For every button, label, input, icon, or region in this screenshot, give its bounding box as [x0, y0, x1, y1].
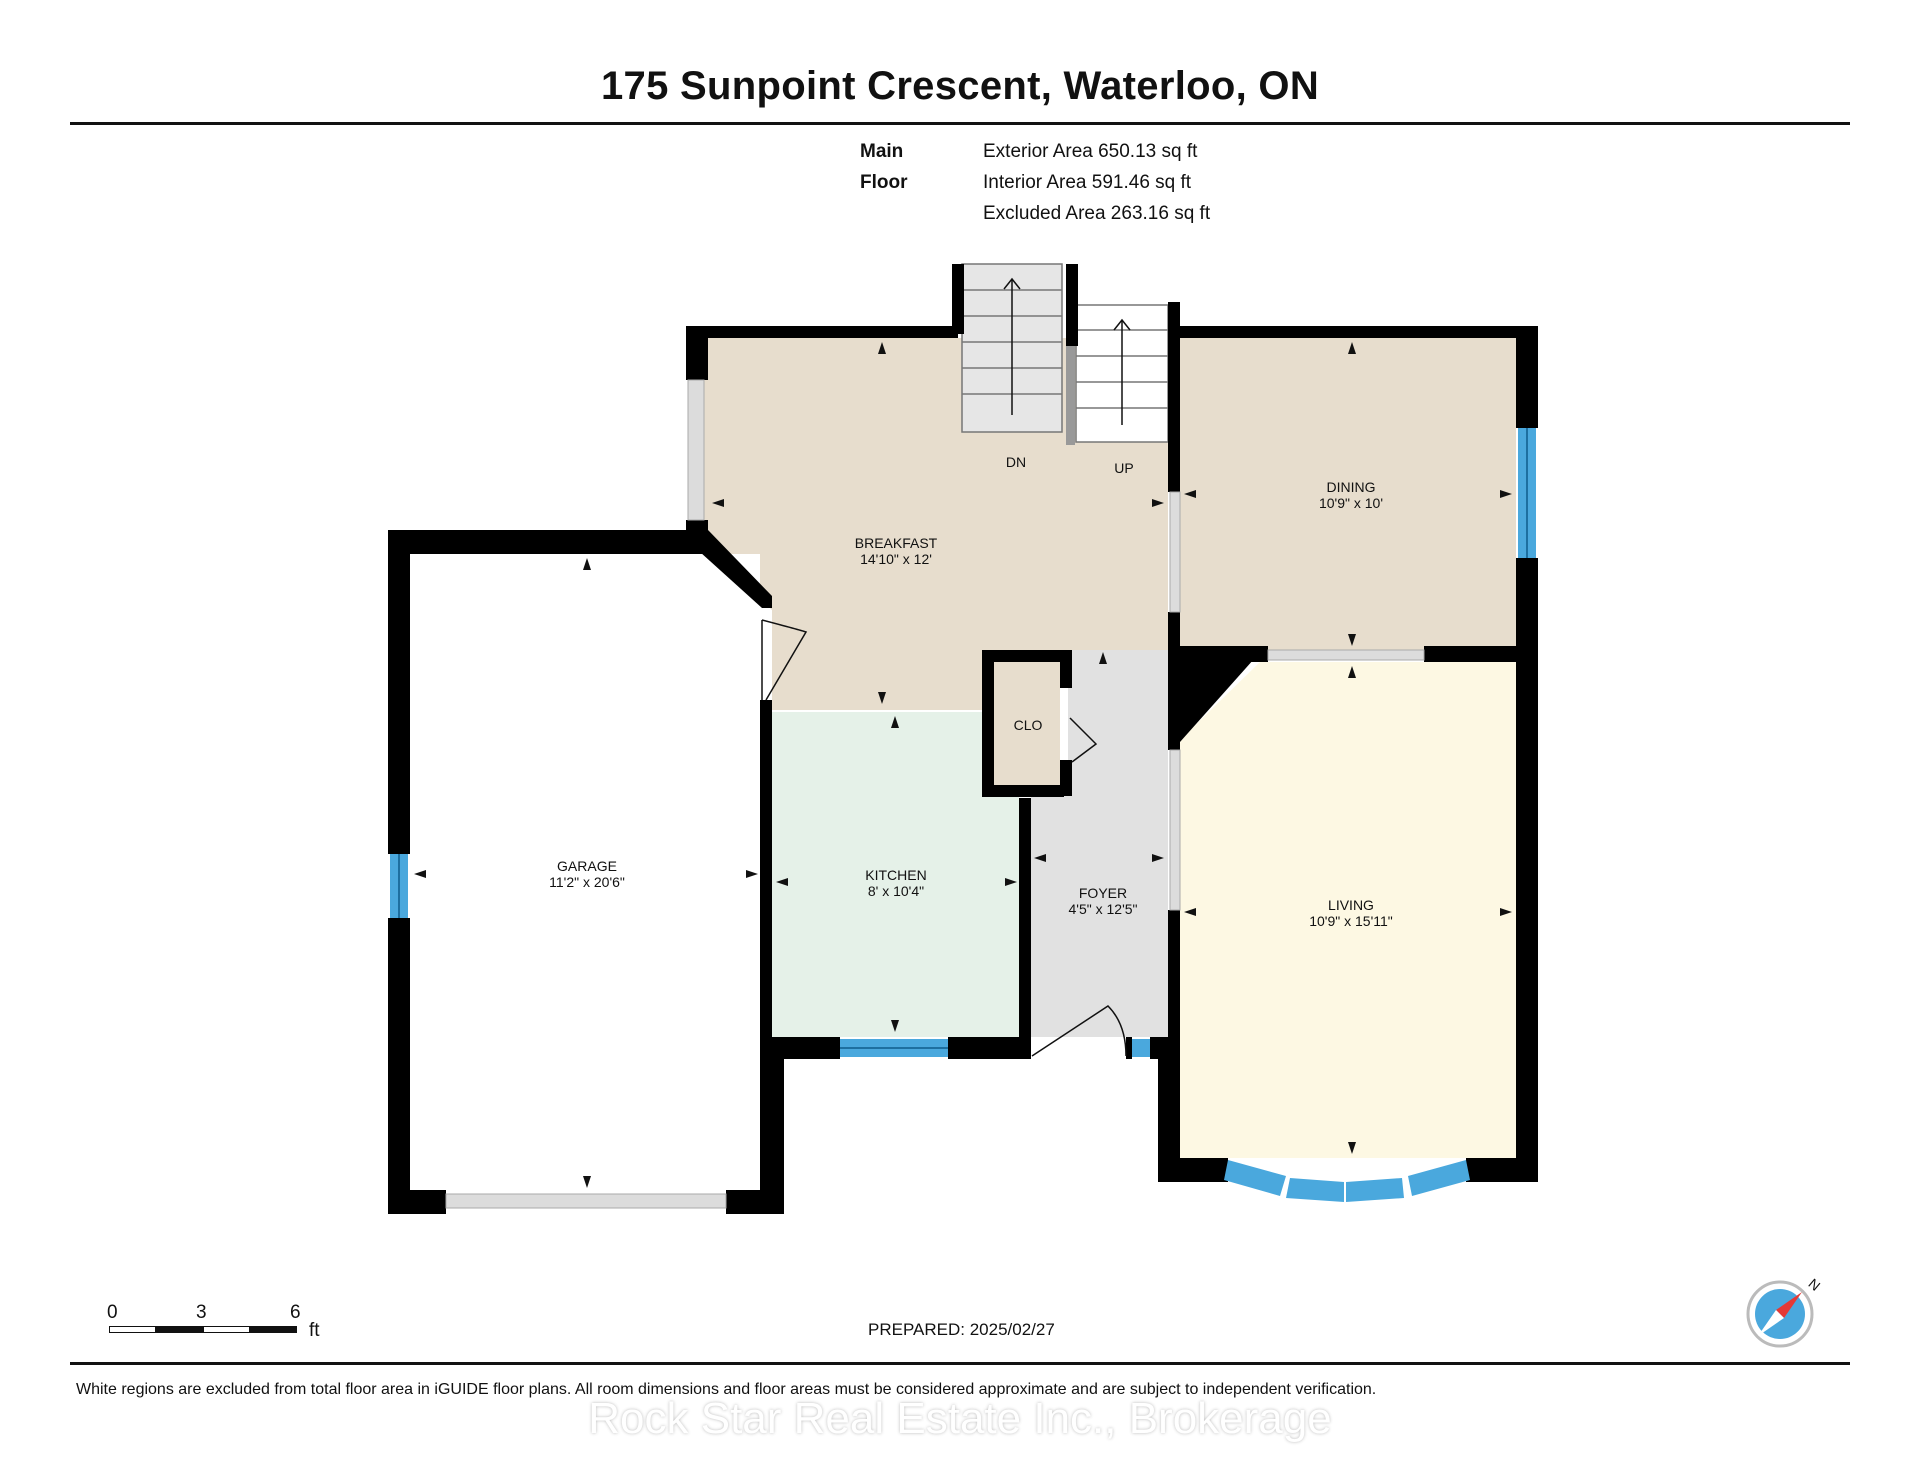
prepared-date: PREPARED: 2025/02/27	[868, 1320, 1055, 1339]
stairs-up	[1066, 304, 1169, 445]
brokerage-watermark: Rock Star Real Estate Inc., Brokerage	[588, 1394, 1332, 1443]
stairs-down-label: DN	[1006, 454, 1026, 470]
garage-room	[410, 554, 760, 1192]
foyer-label: FOYER	[1079, 885, 1127, 901]
garage-label: GARAGE	[557, 858, 617, 874]
exterior-area: Exterior Area 650.13 sq ft	[983, 141, 1198, 162]
scale-segment-1	[109, 1326, 156, 1333]
kitchen-label: KITCHEN	[865, 867, 926, 883]
footer-rule	[70, 1362, 1850, 1365]
walls	[388, 264, 1538, 1214]
stairs-down	[961, 263, 1063, 433]
stairs-up-label: UP	[1114, 460, 1133, 476]
dining-dims: 10'9" x 10'	[1319, 495, 1383, 511]
kitchen-room	[772, 712, 1019, 1037]
header-rule	[70, 122, 1850, 125]
closet-label: CLO	[1014, 717, 1043, 733]
doors	[761, 619, 1127, 1057]
dining-room	[1180, 337, 1516, 650]
scale-segment-2	[156, 1326, 203, 1333]
living-room	[1180, 662, 1516, 1158]
breakfast-dims: 14'10" x 12'	[860, 551, 932, 567]
foyer-dims: 4'5" x 12'5"	[1069, 901, 1138, 917]
scale-bar: 0 3 6 ft	[107, 1302, 320, 1342]
floor-name: Main Floor	[860, 141, 908, 193]
scale-tick-6: 6	[290, 1302, 301, 1323]
interior-area: Interior Area 591.46 sq ft	[983, 172, 1192, 193]
excluded-area: Excluded Area 263.16 sq ft	[983, 203, 1211, 224]
dimension-arrows	[414, 342, 1512, 1188]
page-title: 175 Sunpoint Crescent, Waterloo, ON	[600, 64, 1320, 108]
foyer-room	[1031, 650, 1168, 1037]
compass-label: N	[1806, 1275, 1822, 1294]
breakfast-label: BREAKFAST	[855, 535, 938, 551]
scale-segment-3	[203, 1326, 250, 1333]
closet-room	[993, 662, 1060, 785]
scale-tick-0: 0	[107, 1302, 118, 1323]
kitchen-dims: 8' x 10'4"	[868, 883, 924, 899]
dining-label: DINING	[1327, 479, 1376, 495]
disclaimer-text: White regions are excluded from total fl…	[76, 1381, 1377, 1398]
compass-icon: N	[1746, 1275, 1822, 1348]
living-dims: 10'9" x 15'11"	[1309, 913, 1393, 929]
openings	[445, 379, 1425, 1209]
scale-tick-3: 3	[196, 1302, 207, 1323]
windows	[390, 428, 1536, 1202]
garage-dims: 11'2" x 20'6"	[549, 874, 625, 890]
scale-segment-4	[250, 1326, 297, 1333]
scale-unit: ft	[309, 1320, 320, 1341]
living-label: LIVING	[1328, 897, 1374, 913]
